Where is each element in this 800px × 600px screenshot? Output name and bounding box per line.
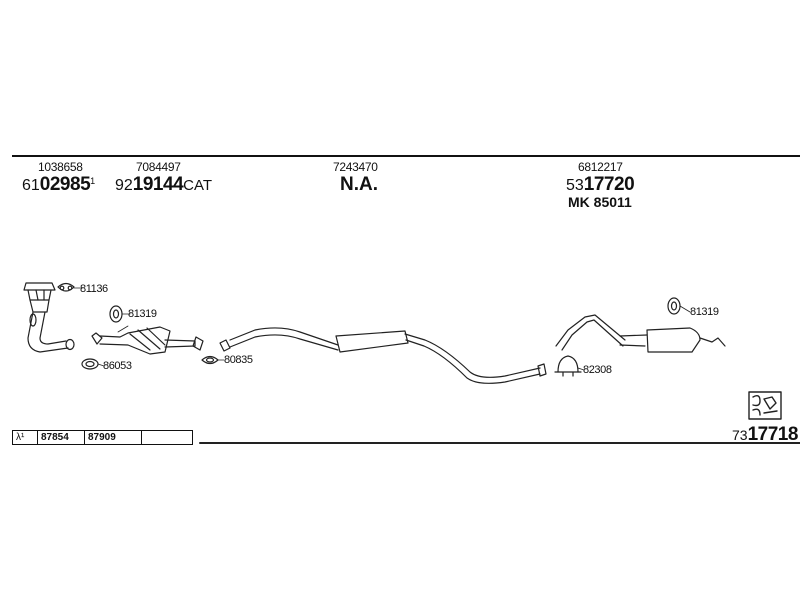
part-4-mk: MK 85011 bbox=[568, 194, 632, 210]
lambda-cell-1: 87854 bbox=[38, 431, 85, 444]
clamp-82308-drawing bbox=[554, 355, 582, 377]
part-4-prefix: 53 bbox=[566, 177, 584, 194]
part-1-prefix: 61 bbox=[22, 177, 40, 194]
lambda-cell-3 bbox=[142, 431, 192, 444]
callout-80835: 80835 bbox=[224, 354, 253, 366]
part-2-number: 7084497 bbox=[136, 160, 181, 174]
clamp-81136-drawing bbox=[57, 282, 75, 292]
part-1-main: 02985 bbox=[39, 174, 91, 195]
callout-81319-rear: 81319 bbox=[690, 306, 719, 318]
part-4-number: 6812217 bbox=[578, 160, 623, 174]
rubber-mount-81319a-drawing bbox=[109, 305, 123, 323]
part-4-code: 5317720 bbox=[566, 174, 635, 196]
lambda-table: λ¹ 87854 87909 bbox=[12, 430, 193, 445]
part-2-prefix: 92 bbox=[115, 177, 133, 194]
part-2-main: 19144 bbox=[132, 174, 184, 195]
downpipe-drawing bbox=[23, 282, 75, 353]
catalytic-converter-drawing bbox=[91, 326, 204, 355]
lambda-symbol: λ¹ bbox=[13, 431, 38, 444]
part-4-main: 17720 bbox=[583, 174, 635, 195]
part-3-na: N.A. bbox=[340, 174, 378, 195]
rubber-mount-81319b-drawing bbox=[667, 297, 681, 315]
diagram-code-main: 17718 bbox=[747, 424, 799, 445]
gasket-80835-drawing bbox=[201, 355, 219, 365]
part-1-number: 1038658 bbox=[38, 160, 83, 174]
part-3-number: 7243470 bbox=[333, 160, 378, 174]
diagram-code-prefix: 73 bbox=[732, 427, 748, 443]
leader-lines bbox=[73, 287, 691, 371]
callout-86053: 86053 bbox=[103, 360, 132, 372]
rear-silencer-drawing bbox=[555, 314, 726, 353]
top-rule bbox=[12, 155, 800, 157]
diagram-code-icon bbox=[748, 391, 782, 420]
diagram-code: 7317718 bbox=[732, 424, 798, 446]
part-2-suffix: CAT bbox=[183, 177, 213, 194]
part-1-code: 61029851 bbox=[22, 174, 95, 196]
callout-82308: 82308 bbox=[583, 364, 612, 376]
callout-81136: 81136 bbox=[80, 283, 108, 295]
callout-81319-front: 81319 bbox=[128, 308, 157, 320]
part-2-code: 9219144CAT bbox=[115, 174, 212, 196]
middle-pipe-drawing bbox=[219, 327, 547, 384]
part-1-sup: 1 bbox=[90, 176, 96, 186]
lambda-cell-2: 87909 bbox=[85, 431, 142, 444]
gasket-86053-drawing bbox=[81, 358, 99, 370]
